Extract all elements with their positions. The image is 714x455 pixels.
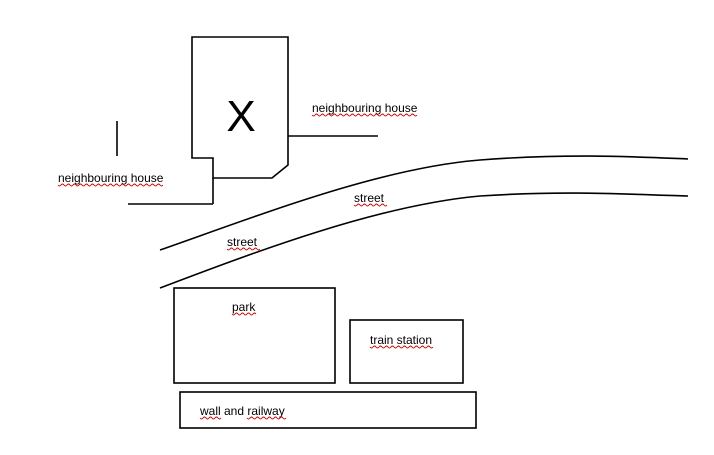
and-word: and [221,404,248,418]
street-upper-edge [159,155,689,251]
railway-spellcheck-underline [246,416,287,420]
street-upper-label: street [354,191,385,205]
neighbour-left-label: neighbouring house [58,171,164,185]
street-upper-spellcheck-underline [353,203,388,207]
target-house-outline [191,36,289,179]
park-spellcheck-underline [231,312,257,316]
neighbour-left-spellcheck-underline [57,183,164,187]
park-outline [173,287,336,384]
train-station-outline [349,319,464,384]
railway-word: railway [247,404,284,418]
wall-spellcheck-underline [199,416,222,420]
target-house-x-mark: X [226,92,255,141]
street-lower-spellcheck-underline [226,247,261,251]
neighbour-right-spellcheck-underline [311,113,418,117]
train-station-label: train station [370,333,432,347]
neighbour-right-label: neighbouring house [312,101,418,115]
street-lower-label: street [227,235,258,249]
train-station-spellcheck-underline [369,345,434,349]
wall-and-railway-outline [179,391,477,429]
park-label: park [232,300,256,314]
wall-word: wall [199,404,221,418]
wall-and-railway-label: wall and railway [199,404,285,418]
street-lower-edge [159,192,689,289]
